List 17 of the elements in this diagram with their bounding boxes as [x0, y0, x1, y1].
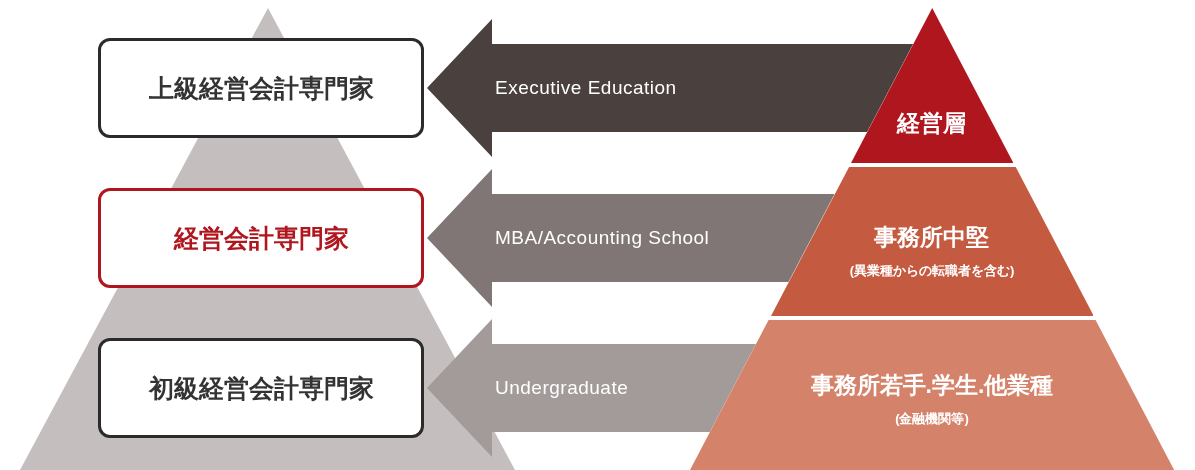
- tier-title: 経営層: [895, 109, 968, 138]
- tier-note: (異業種からの転職者を含む): [848, 262, 1016, 280]
- block-arrow: [427, 19, 914, 157]
- tier-title: 事務所若手.学生.他業種: [809, 371, 1055, 400]
- block-arrow: [427, 319, 756, 457]
- tier-title: 事務所中堅: [873, 223, 991, 252]
- tier-note: (金融機関等): [894, 410, 970, 428]
- level-box: [98, 338, 424, 438]
- level-box: [98, 188, 424, 288]
- block-arrow: [427, 169, 835, 307]
- edge-label: Undergraduate: [495, 377, 629, 399]
- level-title: 経営会計専門家: [173, 222, 349, 254]
- edge-label: MBA/Accounting School: [495, 227, 710, 249]
- level-box: [98, 38, 424, 138]
- edge-label: Executive Education: [495, 77, 677, 99]
- level-title: 上級経営会計専門家: [148, 72, 374, 104]
- level-title: 初級経営会計専門家: [148, 372, 374, 404]
